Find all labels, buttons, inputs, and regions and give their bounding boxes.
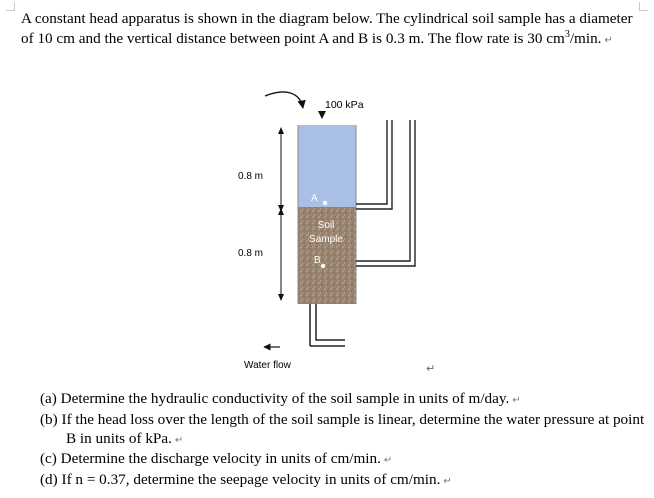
paragraph-mark-icon: ↵ <box>174 434 184 446</box>
paragraph-mark-icon: ↵ <box>512 395 521 406</box>
question-text: If n = 0.37, determine the seepage veloc… <box>61 471 441 489</box>
question-label: (c) <box>40 450 57 468</box>
paragraph-mark-icon: ↵ <box>443 476 452 488</box>
point-b-marker <box>320 263 326 269</box>
question-text: If the head loss over the length of the … <box>61 410 645 447</box>
water-flow-label: Water flow <box>244 360 292 371</box>
paragraph-mark-icon: ↵ <box>383 455 393 467</box>
intro-text: A constant head apparatus is shown in th… <box>21 10 633 47</box>
intro-superscript: 3 <box>564 28 570 40</box>
paragraph-mark-icon: ↵ <box>426 362 436 375</box>
question-item: (b) If the head loss over the length of … <box>40 411 645 451</box>
soil-sample <box>298 207 356 304</box>
question-label: (b) <box>40 410 58 428</box>
question-item: (a) Determine the hydraulic conductivity… <box>40 390 645 411</box>
soil-label-line2: Sample <box>309 234 343 245</box>
question-item: (c) Determine the discharge velocity in … <box>40 450 645 471</box>
upper-height-label: 0.8 m <box>238 171 263 182</box>
point-b-label: B <box>314 255 321 266</box>
question-text: Determine the hydraulic conductivity of … <box>60 390 510 407</box>
water-level-marker-icon <box>318 111 326 119</box>
outlet-pipe <box>309 304 345 347</box>
water-column <box>298 125 356 207</box>
lower-height-label: 0.8 m <box>238 248 263 259</box>
soil-label-line1: Soil <box>318 220 335 231</box>
paragraph-mark-icon: ↵ <box>604 34 613 46</box>
piezometer-b <box>356 120 416 267</box>
question-label: (a) <box>40 390 57 407</box>
question-text: Determine the discharge velocity in unit… <box>60 450 381 468</box>
inflow-arrow <box>264 91 306 109</box>
pressure-label: 100 kPa <box>325 99 364 111</box>
point-a-label: A <box>311 193 318 204</box>
point-a-marker <box>322 200 328 206</box>
intro-text-end: /min. <box>569 29 602 47</box>
question-item: (d) If n = 0.37, determine the seepage v… <box>40 471 645 492</box>
page-corner-mark-left <box>6 2 15 11</box>
problem-statement: A constant head apparatus is shown in th… <box>21 9 643 50</box>
piezometer-a <box>356 120 393 210</box>
question-label: (d) <box>40 471 58 489</box>
question-list: (a) Determine the hydraulic conductivity… <box>40 390 645 492</box>
page-corner-mark-right <box>639 2 648 11</box>
